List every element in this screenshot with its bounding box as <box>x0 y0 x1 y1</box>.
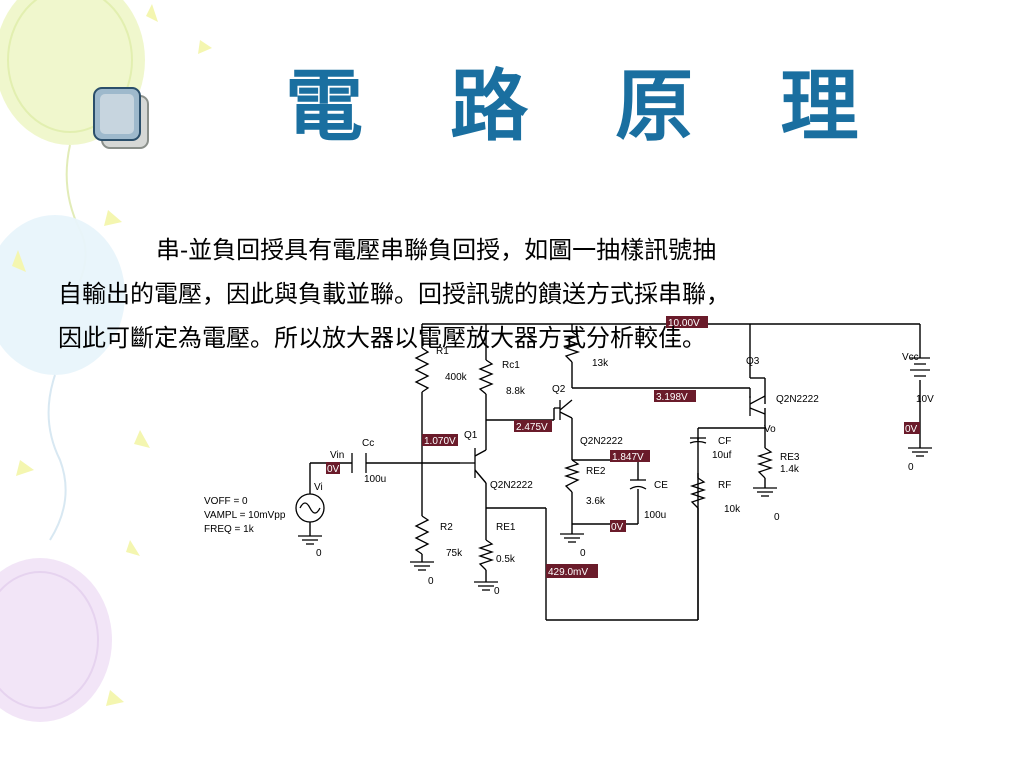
marker-q2-emitter: 1.847V <box>612 452 644 463</box>
label-vin: Vin <box>330 450 344 461</box>
marker-re1-top: 429.0mV <box>548 567 588 578</box>
label-ground-r2: 0 <box>428 576 434 587</box>
body-line-1: 串-並負回授具有電壓串聯負回授，如圖一抽樣訊號抽 <box>156 236 717 264</box>
circuit-wires <box>309 323 921 621</box>
balloon-decoration-bottom <box>0 558 112 722</box>
body-line-3: 因此可斷定為電壓。所以放大器以電壓放大器方式分析較佳。 <box>58 324 706 352</box>
marker-vcc-rail: 10.00V <box>668 318 700 329</box>
label-voff: VOFF = 0 <box>204 496 248 507</box>
label-cf: CF <box>718 436 731 447</box>
marker-vcc-node: 0V <box>905 424 918 435</box>
label-cc-value: 100u <box>364 474 386 485</box>
label-ground-source: 0 <box>316 548 322 559</box>
label-ground-re3: 0 <box>774 512 780 523</box>
label-rc2-value: 13k <box>592 358 609 369</box>
circuit-symbols <box>295 331 932 591</box>
body-line-2: 自輸出的電壓，因此與負載並聯。回授訊號的饋送方式採串聯， <box>58 280 730 308</box>
balloon-decoration-middle <box>0 215 125 541</box>
label-ce-value: 100u <box>644 510 666 521</box>
label-rc1: Rc1 <box>502 360 520 371</box>
label-re3-value: 1.4k <box>780 464 800 475</box>
label-ground-vcc: 0 <box>908 462 914 473</box>
label-re2-value: 3.6k <box>586 496 606 507</box>
circuit-labels: R1 400k Rc1 8.8k 13k R2 75k RE1 0.5k RE2… <box>204 346 934 597</box>
label-r1-value: 400k <box>445 372 468 383</box>
label-rf-value: 10k <box>724 504 741 515</box>
label-cf-value: 10uf <box>712 450 732 461</box>
label-r2-value: 75k <box>446 548 463 559</box>
label-r2: R2 <box>440 522 453 533</box>
label-freq: FREQ = 1k <box>204 524 255 535</box>
slide-body-text: 串-並負回授具有電壓串聯負回授，如圖一抽樣訊號抽 自輸出的電壓，因此與負載並聯。… <box>58 228 1018 360</box>
label-re3: RE3 <box>780 452 800 463</box>
label-q2-model: Q2N2222 <box>580 436 623 447</box>
label-rf: RF <box>718 480 731 491</box>
marker-q1-base: 1.070V <box>424 436 456 447</box>
label-source: Vi <box>314 482 323 493</box>
label-vampl: VAMPL = 10mVpp <box>204 510 286 521</box>
label-q1-model: Q2N2222 <box>490 480 533 491</box>
label-q2: Q2 <box>552 384 566 395</box>
label-vo: Vo <box>764 424 776 435</box>
label-re2: RE2 <box>586 466 606 477</box>
marker-vin-dc: 0V <box>327 464 340 475</box>
marker-q2-collector: 3.198V <box>656 392 688 403</box>
marker-ce-node: 0V <box>611 522 624 533</box>
label-rc1-value: 8.8k <box>506 386 526 397</box>
label-q3-model: Q2N2222 <box>776 394 819 405</box>
label-re1: RE1 <box>496 522 516 533</box>
label-ground-re2: 0 <box>580 548 586 559</box>
title-bullet-icon <box>93 87 149 149</box>
label-q1: Q1 <box>464 430 478 441</box>
sparkle-decorations <box>12 4 212 706</box>
label-vcc: Vcc <box>902 352 919 363</box>
circuit-diagram: R1 400k Rc1 8.8k 13k R2 75k RE1 0.5k RE2… <box>204 316 934 621</box>
label-ce: CE <box>654 480 668 491</box>
label-re1-value: 0.5k <box>496 554 516 565</box>
marker-q1-collector: 2.475V <box>516 422 548 433</box>
label-cc: Cc <box>362 438 374 449</box>
slide-title: 電 路 原 理 <box>285 61 889 152</box>
voltage-markers: 10.00V 1.070V 2.475V 1.847V 3.198V 429.0… <box>326 316 920 578</box>
label-ground-re1: 0 <box>494 586 500 597</box>
label-vcc-value: 10V <box>916 394 934 405</box>
label-r1: R1 <box>436 346 449 357</box>
label-q3: Q3 <box>746 356 760 367</box>
